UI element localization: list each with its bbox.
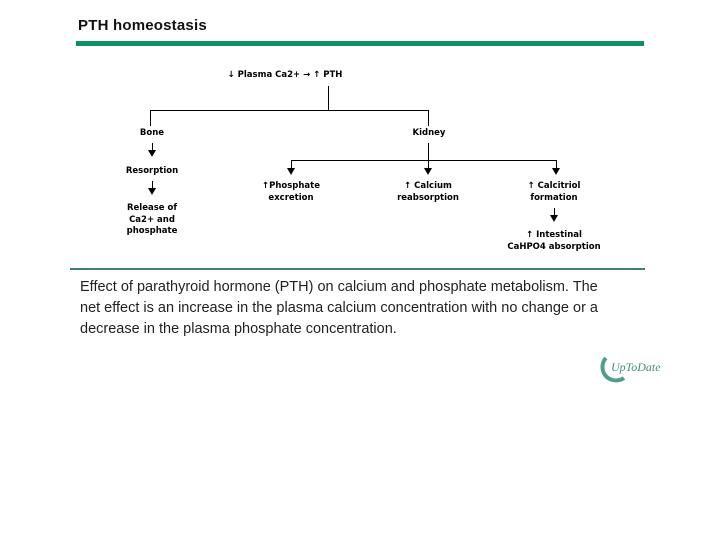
connector-to-kidney (428, 110, 429, 126)
node-release-ca-phosphate: Release of Ca2+ and phosphate (126, 203, 178, 236)
arrowhead-bone-resorption (148, 150, 156, 157)
svg-text:UpToDate: UpToDate (611, 360, 661, 374)
node-resorption: Resorption (125, 166, 179, 176)
node-intestinal-cahpo4-absorption: ↑ Intestinal CaHPO4 absorption (507, 230, 601, 252)
arrowhead-phosphate-excretion (287, 168, 295, 175)
connector-level1-bar (150, 110, 429, 111)
arrowhead-calcium-reabsorption (424, 168, 432, 175)
connector-to-calcitriol-formation (556, 160, 557, 172)
arrowhead-calcitriol-formation (552, 168, 560, 175)
title-divider (76, 41, 644, 46)
connector-to-bone (150, 110, 151, 126)
connector-root-stem (328, 86, 329, 110)
connector-to-phosphate-excretion (291, 160, 292, 172)
node-phosphate-excretion: ↑Phosphate excretion (261, 181, 321, 203)
uptodate-logo-mark: UpToDate (600, 356, 661, 383)
node-calcium-reabsorption: ↑ Calcium reabsorption (397, 181, 459, 203)
connector-bone-resorption (152, 143, 153, 153)
uptodate-logo: UpToDate (600, 356, 666, 383)
pth-homeostasis-flowchart: ↓ Plasma Ca2+ → ↑ PTH Bone Kidney Resorp… (125, 70, 601, 252)
figure-caption: Effect of parathyroid hormone (PTH) on c… (80, 279, 598, 337)
node-plasma-ca-pth: ↓ Plasma Ca2+ → ↑ PTH (227, 70, 343, 80)
connector-resorption-release (152, 181, 153, 191)
page-title: PTH homeostasis (78, 17, 207, 34)
arrowhead-intestinal-absorption (550, 215, 558, 222)
connector-kidney-bar (291, 160, 557, 161)
arrowhead-resorption-release (148, 188, 156, 195)
node-kidney: Kidney (412, 128, 446, 138)
node-calcitriol-formation: ↑ Calcitriol formation (527, 181, 581, 203)
connector-calcitriol-intestinal (554, 208, 555, 218)
connector-to-calcium-reabsorption (428, 160, 429, 172)
node-bone: Bone (139, 128, 165, 138)
connector-kidney-stem (428, 143, 429, 160)
caption-divider (70, 268, 645, 270)
